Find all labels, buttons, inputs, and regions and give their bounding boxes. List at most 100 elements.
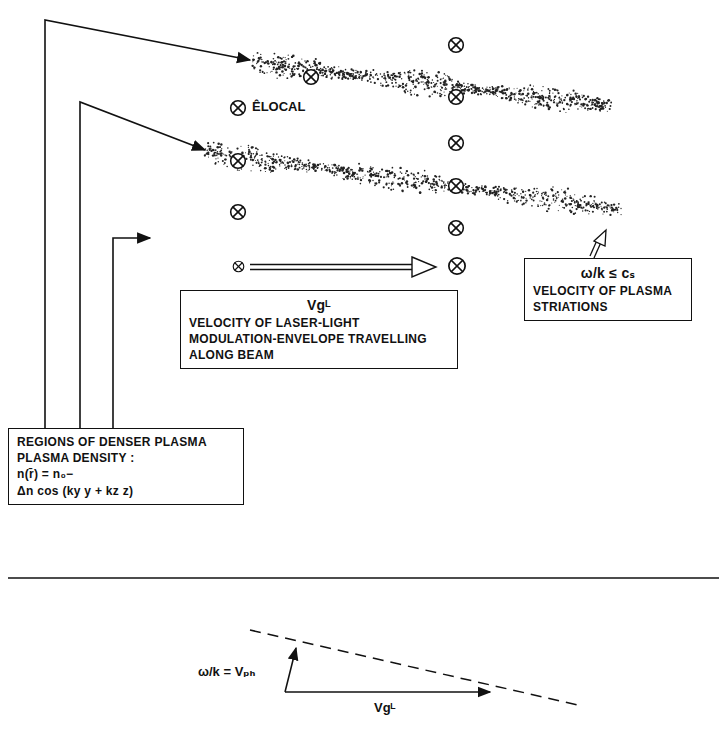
plasma-dot	[572, 207, 574, 209]
plasma-dot	[410, 76, 412, 78]
plasma-dot	[576, 100, 578, 102]
plasma-dot	[336, 166, 337, 167]
plasma-dot	[338, 167, 339, 168]
plasma-dot	[358, 163, 360, 165]
plasma-dot	[493, 91, 495, 93]
plasma-dot	[427, 178, 429, 180]
plasma-dot	[354, 173, 356, 175]
plasma-dot	[293, 158, 296, 161]
plasma-dot	[357, 71, 359, 73]
plasma-dot	[525, 202, 527, 204]
plasma-dot	[278, 68, 280, 70]
plasma-dot	[583, 95, 585, 97]
plasma-dot	[386, 176, 387, 177]
plasma-dot	[570, 104, 572, 106]
plasma-dot	[595, 105, 597, 107]
plasma-dot	[595, 108, 597, 110]
plasma-dot	[294, 69, 296, 71]
plasma-dot	[550, 188, 552, 190]
plasma-dot	[505, 192, 507, 194]
plasma-dot	[576, 104, 577, 105]
plasma-dot	[520, 193, 521, 194]
plasma-dot	[427, 79, 428, 80]
plasma-dot	[285, 57, 286, 58]
plasma-dot	[222, 160, 224, 162]
plasma-dot	[577, 103, 579, 105]
plasma-dot	[368, 179, 370, 181]
plasma-dot	[370, 72, 372, 74]
plasma-dot	[361, 79, 363, 81]
plasma-dot	[250, 170, 251, 171]
plasma-dot	[294, 62, 296, 64]
plasma-dot	[270, 61, 272, 63]
plasma-dot	[333, 66, 335, 68]
plasma-dot	[392, 181, 393, 182]
plasma-dot	[225, 155, 227, 157]
plasma-dot	[253, 68, 255, 70]
plasma-dot	[326, 75, 327, 76]
plasma-dot	[408, 79, 410, 81]
plasma-dot	[393, 182, 394, 183]
plasma-dot	[575, 96, 577, 98]
plasma-dot	[399, 167, 401, 169]
plasma-dot	[426, 72, 428, 74]
plasma-dot	[582, 196, 583, 197]
plasma-dot	[372, 180, 373, 181]
plasma-dot	[415, 181, 417, 183]
plasma-dot	[574, 202, 575, 203]
plasma-dot	[517, 200, 518, 201]
plasma-dot	[466, 189, 469, 192]
plasma-dot	[555, 200, 557, 202]
plasma-dot	[348, 172, 351, 175]
plasma-dot	[265, 61, 267, 63]
plasma-dot	[259, 164, 261, 166]
plasma-dot	[523, 90, 524, 91]
plasma-dot	[532, 96, 534, 98]
plasma-dot	[273, 67, 275, 69]
plasma-dot	[256, 151, 258, 153]
plasma-dot	[369, 179, 372, 182]
plasma-dot	[314, 64, 316, 66]
plasma-dot	[596, 100, 598, 102]
plasma-dot	[554, 99, 555, 100]
plasma-dot	[207, 145, 209, 147]
text-box: ω/k ≤ cₛVELOCITY OF PLASMA STRIATIONS	[524, 258, 692, 321]
plasma-dot	[208, 154, 210, 156]
plasma-dot	[351, 175, 353, 177]
plasma-dot	[511, 191, 513, 193]
plasma-dot	[289, 165, 290, 166]
node-heading: REGIONS OF DENSER PLASMA	[17, 434, 235, 450]
plasma-dot	[392, 167, 394, 169]
plasma-dot	[333, 175, 335, 177]
plasma-dot	[276, 153, 278, 155]
plasma-dot	[585, 209, 587, 211]
plasma-dot	[486, 91, 487, 92]
plasma-dot	[261, 162, 262, 163]
plasma-dot	[406, 83, 407, 84]
plasma-dot	[297, 65, 300, 68]
plasma-dot	[537, 96, 539, 98]
plasma-dot	[562, 101, 564, 103]
plasma-dot	[407, 174, 410, 177]
plasma-dot	[308, 163, 310, 165]
plasma-dot	[275, 168, 276, 169]
plasma-dot	[541, 90, 542, 91]
plasma-dot	[582, 210, 583, 211]
plasma-dot	[273, 63, 275, 65]
plasma-dot	[440, 186, 442, 188]
plasma-dot	[494, 93, 495, 94]
plasma-dot	[441, 180, 442, 181]
plasma-dot	[223, 164, 224, 165]
plasma-dot	[469, 86, 470, 87]
plasma-dot	[321, 69, 324, 72]
plasma-dot	[336, 169, 338, 171]
plasma-dot	[418, 73, 421, 76]
plasma-dot	[534, 195, 536, 197]
plasma-dot	[529, 194, 531, 196]
plasma-dot	[316, 66, 318, 68]
plasma-dot	[586, 205, 587, 206]
plasma-dot	[357, 78, 358, 79]
plasma-dot	[214, 163, 216, 165]
plasma-dot	[543, 105, 545, 107]
plasma-dot	[224, 154, 225, 155]
